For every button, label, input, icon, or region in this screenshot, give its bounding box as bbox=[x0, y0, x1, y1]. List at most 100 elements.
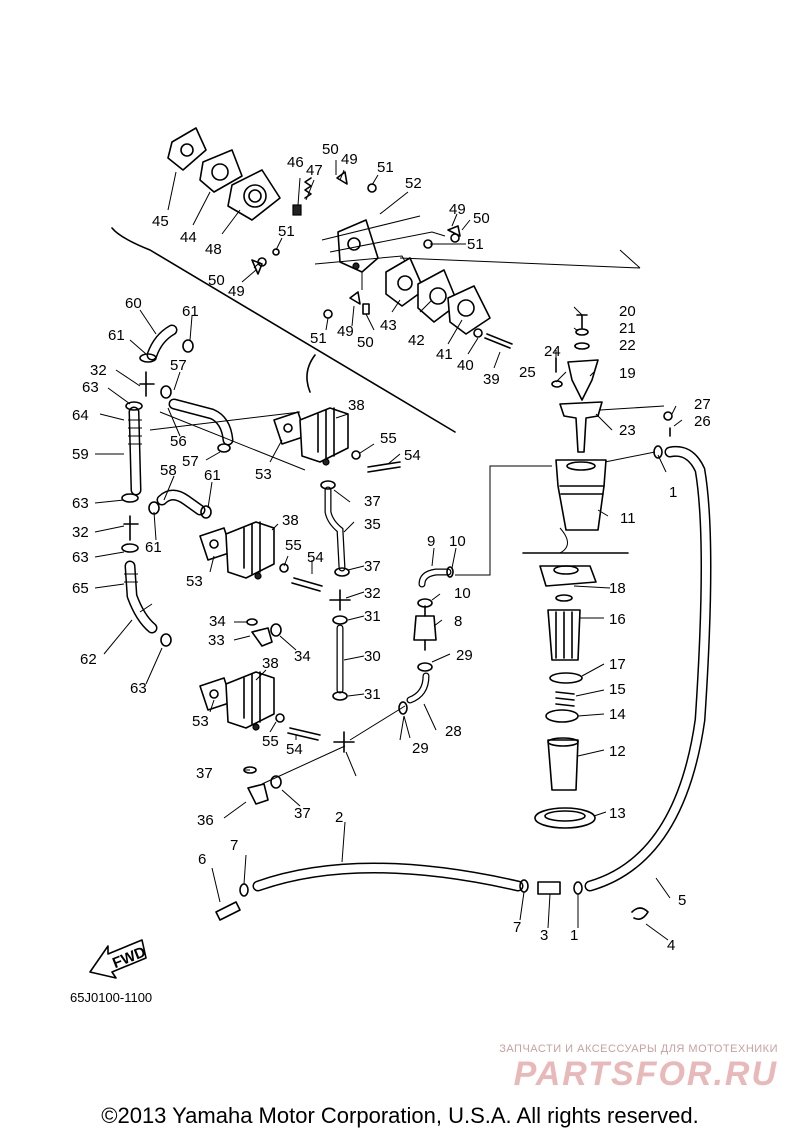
callout-55: 55 bbox=[380, 430, 397, 447]
callout-34: 34 bbox=[294, 648, 311, 665]
callout-22: 22 bbox=[619, 337, 636, 354]
callout-63: 63 bbox=[82, 379, 99, 396]
callout-50: 50 bbox=[208, 272, 225, 289]
callout-61: 61 bbox=[182, 303, 199, 320]
callout-40: 40 bbox=[457, 357, 474, 374]
callout-54: 54 bbox=[404, 447, 421, 464]
callout-53: 53 bbox=[192, 713, 209, 730]
part-41-cover bbox=[447, 285, 491, 335]
callout-53: 53 bbox=[186, 573, 203, 590]
callout-34: 34 bbox=[209, 613, 226, 630]
fwd-arrow-icon: FWD bbox=[89, 939, 148, 979]
hoses bbox=[124, 324, 712, 892]
callout-56: 56 bbox=[170, 433, 187, 450]
callout-63: 63 bbox=[130, 680, 147, 697]
callout-51: 51 bbox=[377, 159, 394, 176]
callout-55: 55 bbox=[262, 733, 279, 750]
fittings bbox=[121, 339, 663, 921]
callout-57: 57 bbox=[170, 357, 187, 374]
leader-lines bbox=[94, 160, 683, 941]
watermark-logo: PARTSFOR.RU bbox=[513, 1055, 778, 1093]
part-39-bolt bbox=[484, 333, 513, 349]
callout-37: 37 bbox=[364, 558, 381, 575]
callout-37: 37 bbox=[294, 805, 311, 822]
part-45-cover bbox=[167, 127, 207, 171]
callout-42: 42 bbox=[408, 332, 425, 349]
callout-12: 12 bbox=[609, 743, 626, 760]
callout-46: 46 bbox=[287, 154, 304, 171]
callout-39: 39 bbox=[483, 371, 500, 388]
callout-38: 38 bbox=[282, 512, 299, 529]
callout-30: 30 bbox=[364, 648, 381, 665]
part-3-connector bbox=[537, 881, 561, 895]
callout-49: 49 bbox=[337, 323, 354, 340]
callout-29: 29 bbox=[456, 647, 473, 664]
callout-54: 54 bbox=[286, 741, 303, 758]
callout-41: 41 bbox=[436, 346, 453, 363]
callout-38: 38 bbox=[262, 655, 279, 672]
fuel-pump-upper bbox=[273, 407, 401, 473]
callout-62: 62 bbox=[80, 651, 97, 668]
callout-33: 33 bbox=[208, 632, 225, 649]
callout-43: 43 bbox=[380, 317, 397, 334]
part-42-diaphragm bbox=[417, 269, 459, 323]
part-12-cup bbox=[547, 739, 579, 791]
callout-14: 14 bbox=[609, 706, 626, 723]
part-48-diaphragm bbox=[227, 169, 281, 221]
callout-58: 58 bbox=[160, 462, 177, 479]
callout-35: 35 bbox=[364, 516, 381, 533]
callout-50: 50 bbox=[322, 141, 339, 158]
part-11-filter bbox=[555, 459, 607, 531]
callout-38: 38 bbox=[348, 397, 365, 414]
callout-20: 20 bbox=[619, 303, 636, 320]
callout-51: 51 bbox=[310, 330, 327, 347]
callout-45: 45 bbox=[152, 213, 169, 230]
callout-31: 31 bbox=[364, 608, 381, 625]
part-4-clip bbox=[631, 907, 649, 920]
callout-23: 23 bbox=[619, 422, 636, 439]
callout-4: 4 bbox=[667, 937, 675, 954]
callout-49: 49 bbox=[228, 283, 245, 300]
callout-24: 24 bbox=[544, 343, 561, 360]
callout-2: 2 bbox=[335, 809, 343, 826]
filter-bracket bbox=[559, 527, 568, 554]
callout-50: 50 bbox=[357, 334, 374, 351]
callout-63: 63 bbox=[72, 495, 89, 512]
callout-13: 13 bbox=[609, 805, 626, 822]
callout-65: 65 bbox=[72, 580, 89, 597]
part-18-head bbox=[539, 565, 597, 587]
fuel-pump-middle bbox=[199, 521, 323, 592]
callout-16: 16 bbox=[609, 611, 626, 628]
pump-exploded-view bbox=[167, 127, 641, 349]
callout-55: 55 bbox=[285, 537, 302, 554]
section-line bbox=[111, 227, 456, 433]
callout-52: 52 bbox=[405, 175, 422, 192]
callout-32: 32 bbox=[364, 585, 381, 602]
callout-11: 11 bbox=[620, 510, 636, 527]
diagram-code: 65J0100-1100 bbox=[70, 990, 153, 1005]
callout-44: 44 bbox=[180, 229, 197, 246]
part-44-gasket bbox=[199, 149, 243, 193]
callout-6: 6 bbox=[198, 851, 206, 868]
callout-15: 15 bbox=[609, 681, 626, 698]
callout-60: 60 bbox=[125, 295, 142, 312]
callout-3: 3 bbox=[540, 927, 548, 944]
callout-37: 37 bbox=[364, 493, 381, 510]
callout-25: 25 bbox=[519, 364, 536, 381]
callout-9: 9 bbox=[427, 533, 435, 550]
callout-26: 26 bbox=[694, 413, 711, 430]
callout-47: 47 bbox=[306, 162, 323, 179]
callout-18: 18 bbox=[609, 580, 626, 597]
callout-10: 10 bbox=[449, 533, 466, 550]
copyright-notice: ©2013 Yamaha Motor Corporation, U.S.A. A… bbox=[101, 1103, 699, 1128]
callout-57: 57 bbox=[182, 453, 199, 470]
callout-17: 17 bbox=[609, 656, 626, 673]
callout-5: 5 bbox=[678, 892, 686, 909]
callout-51: 51 bbox=[278, 223, 295, 240]
callout-37: 37 bbox=[196, 765, 213, 782]
part-19-bracket bbox=[567, 359, 599, 401]
callout-8: 8 bbox=[454, 613, 462, 630]
callout-49: 49 bbox=[341, 151, 358, 168]
callout-28: 28 bbox=[445, 723, 462, 740]
callout-10: 10 bbox=[454, 585, 471, 602]
